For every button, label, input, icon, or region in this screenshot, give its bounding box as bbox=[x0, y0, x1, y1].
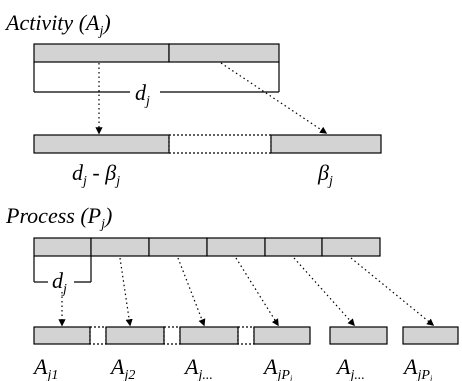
subactivity-label-3: Aj... bbox=[183, 354, 213, 381]
subactivity-bar-2 bbox=[105, 326, 165, 345]
process-bar-segment-2 bbox=[90, 237, 150, 257]
process-title: Process (Pj) bbox=[5, 203, 112, 232]
subactivity-bar-6 bbox=[402, 326, 459, 345]
activity-second-part-label: βj bbox=[317, 160, 333, 189]
subactivity-bar-1 bbox=[33, 326, 91, 345]
activity-first-part-label: dj - βj bbox=[72, 160, 120, 189]
subactivity-bar-4 bbox=[253, 326, 311, 345]
activity-split-gap bbox=[168, 134, 272, 154]
subactivity-label-6: AjPi bbox=[402, 354, 433, 381]
process-bar-segment-1 bbox=[33, 237, 92, 257]
subactivity-label-2: Aj2 bbox=[109, 354, 135, 381]
process-bar-segment-5 bbox=[264, 237, 323, 257]
subactivity-bar-3 bbox=[179, 326, 239, 345]
activity-bar-segment-2 bbox=[168, 43, 280, 63]
process-bar-segment-6 bbox=[321, 237, 381, 257]
process-duration-label: dj bbox=[52, 268, 67, 297]
subactivity-gap-3 bbox=[237, 326, 255, 345]
process-arrow-3 bbox=[177, 257, 206, 327]
process-arrow-5 bbox=[293, 257, 355, 327]
activity-duration-label: dj bbox=[135, 80, 150, 109]
subactivity-label-4: AjPi bbox=[262, 354, 293, 381]
subactivity-bar-5 bbox=[329, 326, 388, 345]
process-arrow-2 bbox=[119, 257, 133, 327]
subactivity-gap-1 bbox=[89, 326, 107, 345]
process-bar-segment-3 bbox=[148, 237, 208, 257]
activity-bar-segment-1 bbox=[33, 43, 170, 63]
process-arrow-6 bbox=[350, 257, 435, 326]
process-bar-segment-4 bbox=[206, 237, 266, 257]
activity-arrow-right bbox=[220, 62, 328, 134]
process-arrow-4 bbox=[235, 257, 279, 327]
subactivity-gap-2 bbox=[163, 326, 181, 345]
activity-split-first-part bbox=[33, 134, 170, 154]
subactivity-label-5: Aj... bbox=[335, 354, 365, 381]
activity-title: Activity (Aj) bbox=[4, 10, 111, 39]
activity-split-second-part bbox=[270, 134, 382, 154]
subactivity-label-1: Aj1 bbox=[32, 354, 58, 381]
